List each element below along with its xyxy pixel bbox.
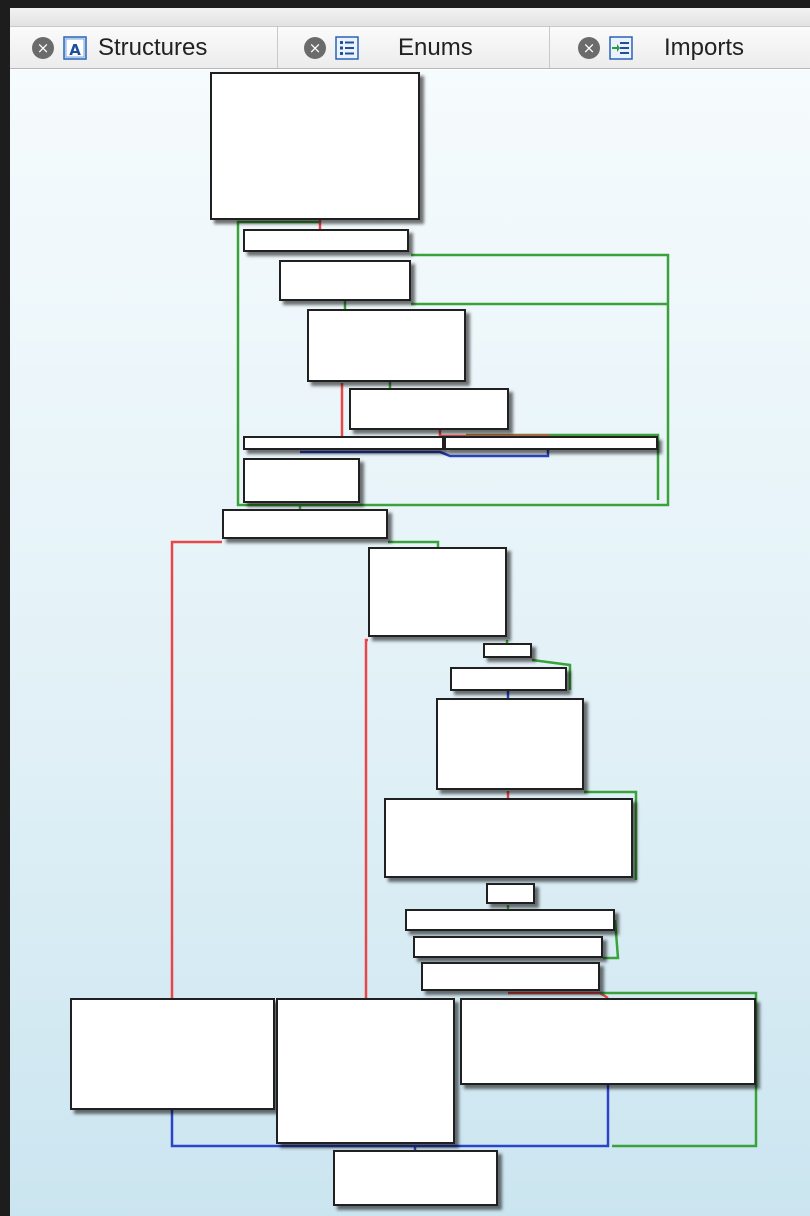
graph-node[interactable]	[486, 883, 535, 904]
graph-node[interactable]	[450, 667, 567, 691]
tab-imports[interactable]: × Imports	[550, 27, 810, 68]
graph-edge	[600, 991, 758, 1148]
graph-node[interactable]	[210, 72, 420, 220]
graph-node[interactable]	[444, 436, 658, 450]
graph-edge	[364, 638, 368, 998]
graph-node[interactable]	[307, 309, 466, 382]
tab-structures-label: Structures	[98, 33, 208, 61]
tab-imports-label: Imports	[664, 33, 745, 61]
graph-edge	[236, 220, 670, 507]
graph-node[interactable]	[368, 547, 507, 637]
window-top-strip	[10, 8, 810, 27]
graph-edge	[170, 1085, 610, 1148]
close-icon[interactable]: ×	[32, 36, 54, 59]
graph-node[interactable]	[243, 458, 360, 503]
graph-node[interactable]	[413, 936, 603, 958]
graph-edge	[584, 790, 638, 880]
graph-node[interactable]	[276, 998, 455, 1144]
tab-enums-label: Enums	[398, 33, 473, 61]
graph-node[interactable]	[384, 798, 633, 878]
graph-node[interactable]	[483, 643, 532, 658]
graph-edge	[603, 919, 620, 960]
graph-edge	[388, 540, 440, 547]
tab-structures[interactable]: × A Structures	[10, 27, 278, 68]
graph-edge	[170, 540, 222, 998]
tab-enums[interactable]: × Enums	[278, 27, 550, 68]
graph-node[interactable]	[222, 509, 388, 539]
graph-edge	[531, 658, 572, 690]
svg-text:A: A	[69, 41, 81, 59]
graph-node[interactable]	[243, 436, 444, 450]
graph-edge	[300, 450, 550, 458]
structures-icon: A	[63, 35, 87, 60]
graph-node[interactable]	[421, 962, 600, 991]
graph-node[interactable]	[333, 1150, 498, 1206]
graph-node[interactable]	[279, 260, 411, 301]
graph-node[interactable]	[70, 998, 275, 1110]
graph-node[interactable]	[405, 909, 615, 931]
close-icon[interactable]: ×	[304, 36, 326, 59]
graph-node[interactable]	[436, 698, 584, 790]
graph-node[interactable]	[243, 229, 409, 252]
close-icon[interactable]: ×	[578, 36, 600, 59]
imports-icon	[609, 35, 633, 60]
graph-node[interactable]	[460, 998, 756, 1085]
enums-icon	[335, 35, 359, 60]
graph-node[interactable]	[349, 388, 509, 430]
tab-bar: × A Structures × Enums ×	[10, 27, 810, 69]
graph-view[interactable]	[10, 70, 810, 1216]
